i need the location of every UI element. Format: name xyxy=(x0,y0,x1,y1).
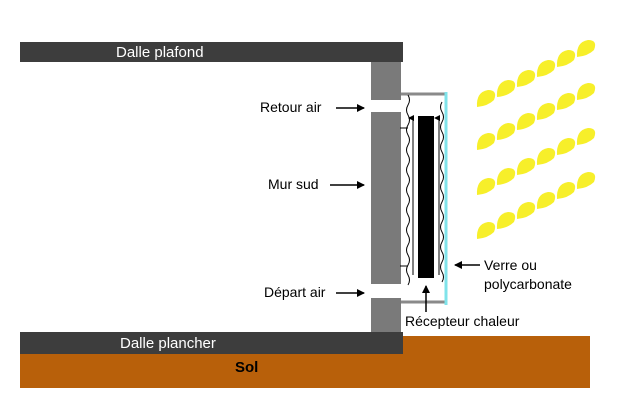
floor-slab-label: Dalle plancher xyxy=(120,335,216,352)
ceiling-slab-label: Dalle plafond xyxy=(116,44,204,61)
sun-ray-drop xyxy=(476,178,496,195)
glazing-label-line1: Verre ou xyxy=(484,257,537,273)
airflow-wave-right xyxy=(440,101,444,283)
heat-receiver xyxy=(418,116,434,278)
sun-ray-drop xyxy=(476,90,496,107)
sun-ray-drop xyxy=(516,202,536,219)
sun-ray-drop xyxy=(536,148,556,165)
return-air-label: Retour air xyxy=(260,99,322,115)
airflow-wave-left xyxy=(406,94,410,286)
floor-slab xyxy=(20,332,403,354)
supply-air-label: Départ air xyxy=(264,284,326,300)
sun-ray-drop xyxy=(556,182,576,199)
south-wall-top xyxy=(371,62,401,100)
ceiling-slab xyxy=(20,42,403,62)
glazing-label-line2: polycarbonate xyxy=(484,276,572,292)
sun-ray-drop xyxy=(536,60,556,77)
south-wall-middle xyxy=(371,112,401,284)
sun-ray-drop xyxy=(576,128,596,145)
sun-ray-drop xyxy=(536,192,556,209)
ground-label: Sol xyxy=(235,359,258,376)
sun-ray-drop xyxy=(556,138,576,155)
heat-receiver-label: Récepteur chaleur xyxy=(405,313,520,329)
south-wall-label: Mur sud xyxy=(268,176,319,192)
sun-rays xyxy=(476,40,596,239)
sun-ray-drop xyxy=(516,158,536,175)
sun-ray-drop xyxy=(496,123,516,140)
sun-ray-drop xyxy=(516,70,536,87)
south-wall-bottom xyxy=(371,298,401,332)
sun-ray-drop xyxy=(536,103,556,120)
sun-ray-drop xyxy=(556,50,576,67)
sun-ray-drop xyxy=(496,80,516,97)
sun-ray-drop xyxy=(556,93,576,110)
sun-ray-drop xyxy=(496,212,516,229)
sun-ray-drop xyxy=(576,40,596,57)
sun-ray-drop xyxy=(576,172,596,189)
sun-ray-drop xyxy=(576,83,596,100)
sun-ray-drop xyxy=(476,133,496,150)
sun-ray-drop xyxy=(476,222,496,239)
sun-ray-drop xyxy=(496,168,516,185)
sun-ray-drop xyxy=(516,113,536,130)
